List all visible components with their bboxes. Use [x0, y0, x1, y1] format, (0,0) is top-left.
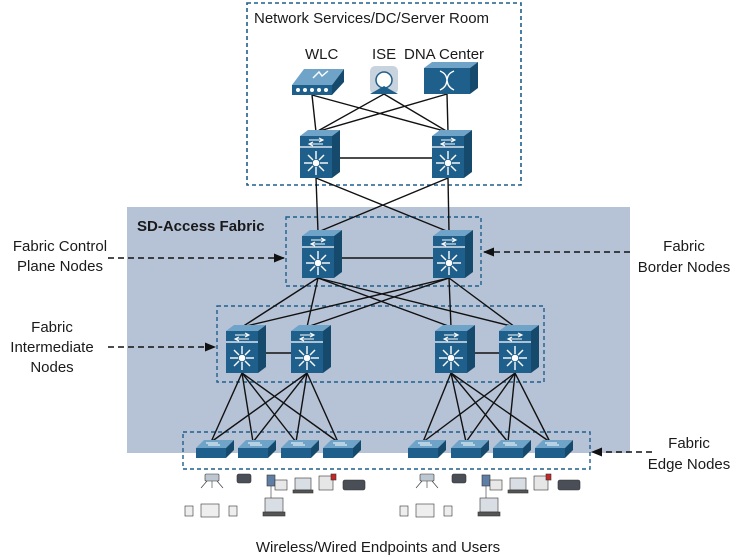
link-inter-2-edge-0 [422, 372, 452, 443]
control-plane-node-icon [301, 229, 343, 279]
ise-label: ISE [372, 46, 396, 63]
dc-core-switch-left-icon [299, 129, 341, 179]
wlc-label: WLC [305, 46, 339, 63]
intermediate-node-3-icon [434, 324, 476, 374]
link-app-2-core-0 [315, 93, 448, 133]
link-inter-3-edge-3 [514, 372, 551, 443]
link-app-1-core-1 [383, 93, 449, 133]
link-fabric-1-inter-2 [448, 277, 452, 328]
link-inter-3-edge-2 [507, 372, 516, 443]
services-box [246, 2, 522, 186]
intermediate-label-3: Nodes [30, 359, 73, 376]
link-app-2-core-1 [446, 93, 449, 133]
services-box-title: Network Services/DC/Server Room [254, 10, 489, 27]
dna-center-icon [424, 62, 478, 94]
border-node-icon [432, 229, 474, 279]
link-inter-2-edge-3 [450, 372, 551, 443]
fabric-title: SD-Access Fabric [137, 218, 265, 235]
intermediate-node-4-icon [498, 324, 540, 374]
link-fabric-0-inter-3 [317, 277, 516, 328]
control-plane-label-1: Fabric Control [13, 238, 107, 255]
intermediate-box [216, 305, 545, 383]
wlc-icon [292, 69, 344, 95]
edge-switch-7-icon [492, 439, 532, 459]
link-inter-3-edge-0 [422, 372, 516, 443]
link-core-0-fabric-0 [315, 177, 319, 233]
link-inter-0-edge-2 [241, 372, 297, 443]
link-fabric-1-inter-1 [306, 277, 450, 328]
edge-label-1: Fabric [668, 435, 710, 452]
intermediate-label-2: Intermediate [10, 339, 93, 356]
edge-switch-8-icon [534, 439, 574, 459]
link-fabric-0-inter-2 [317, 277, 452, 328]
edge-switch-1-icon [195, 439, 235, 459]
edge-switch-2-icon [237, 439, 277, 459]
intermediate-node-2-icon [290, 324, 332, 374]
edge-switch-6-icon [450, 439, 490, 459]
intermediate-label-1: Fabric [31, 319, 73, 336]
edge-switch-3-icon [280, 439, 320, 459]
link-fabric-0-inter-0 [241, 277, 319, 328]
link-inter-1-edge-2 [295, 372, 308, 443]
edge-switch-5-icon [407, 439, 447, 459]
link-app-0-core-0 [311, 94, 317, 133]
link-inter-2-edge-2 [450, 372, 509, 443]
link-inter-2-edge-1 [450, 372, 467, 443]
link-inter-0-edge-0 [210, 372, 243, 443]
link-inter-1-edge-1 [252, 372, 308, 443]
fabric-links [210, 93, 551, 443]
sd-access-fabric-region [127, 207, 630, 453]
border-label-1: Fabric [663, 238, 705, 255]
link-inter-1-edge-3 [306, 372, 339, 443]
edge-box [182, 431, 591, 470]
link-core-1-fabric-0 [317, 177, 449, 233]
link-fabric-1-inter-0 [241, 277, 450, 328]
dc-core-switch-right-icon [431, 129, 473, 179]
link-fabric-0-inter-1 [306, 277, 319, 328]
edge-switch-4-icon [322, 439, 362, 459]
ise-icon [370, 66, 398, 94]
link-inter-0-edge-1 [241, 372, 254, 443]
link-inter-3-edge-1 [465, 372, 516, 443]
link-app-1-core-0 [315, 93, 385, 133]
link-inter-1-edge-0 [210, 372, 308, 443]
control-border-box [285, 216, 482, 287]
border-label-2: Border Nodes [638, 259, 731, 276]
link-core-1-fabric-1 [447, 177, 450, 233]
endpoints-right-icon [399, 473, 581, 518]
control-plane-label-2: Plane Nodes [17, 258, 103, 275]
edge-label-2: Edge Nodes [648, 456, 731, 473]
link-fabric-1-inter-3 [448, 277, 516, 328]
intermediate-node-1-icon [225, 324, 267, 374]
footer-label: Wireless/Wired Endpoints and Users [256, 539, 500, 556]
link-inter-0-edge-3 [241, 372, 339, 443]
endpoints-left-icon [184, 473, 366, 518]
dna-center-label: DNA Center [404, 46, 484, 63]
